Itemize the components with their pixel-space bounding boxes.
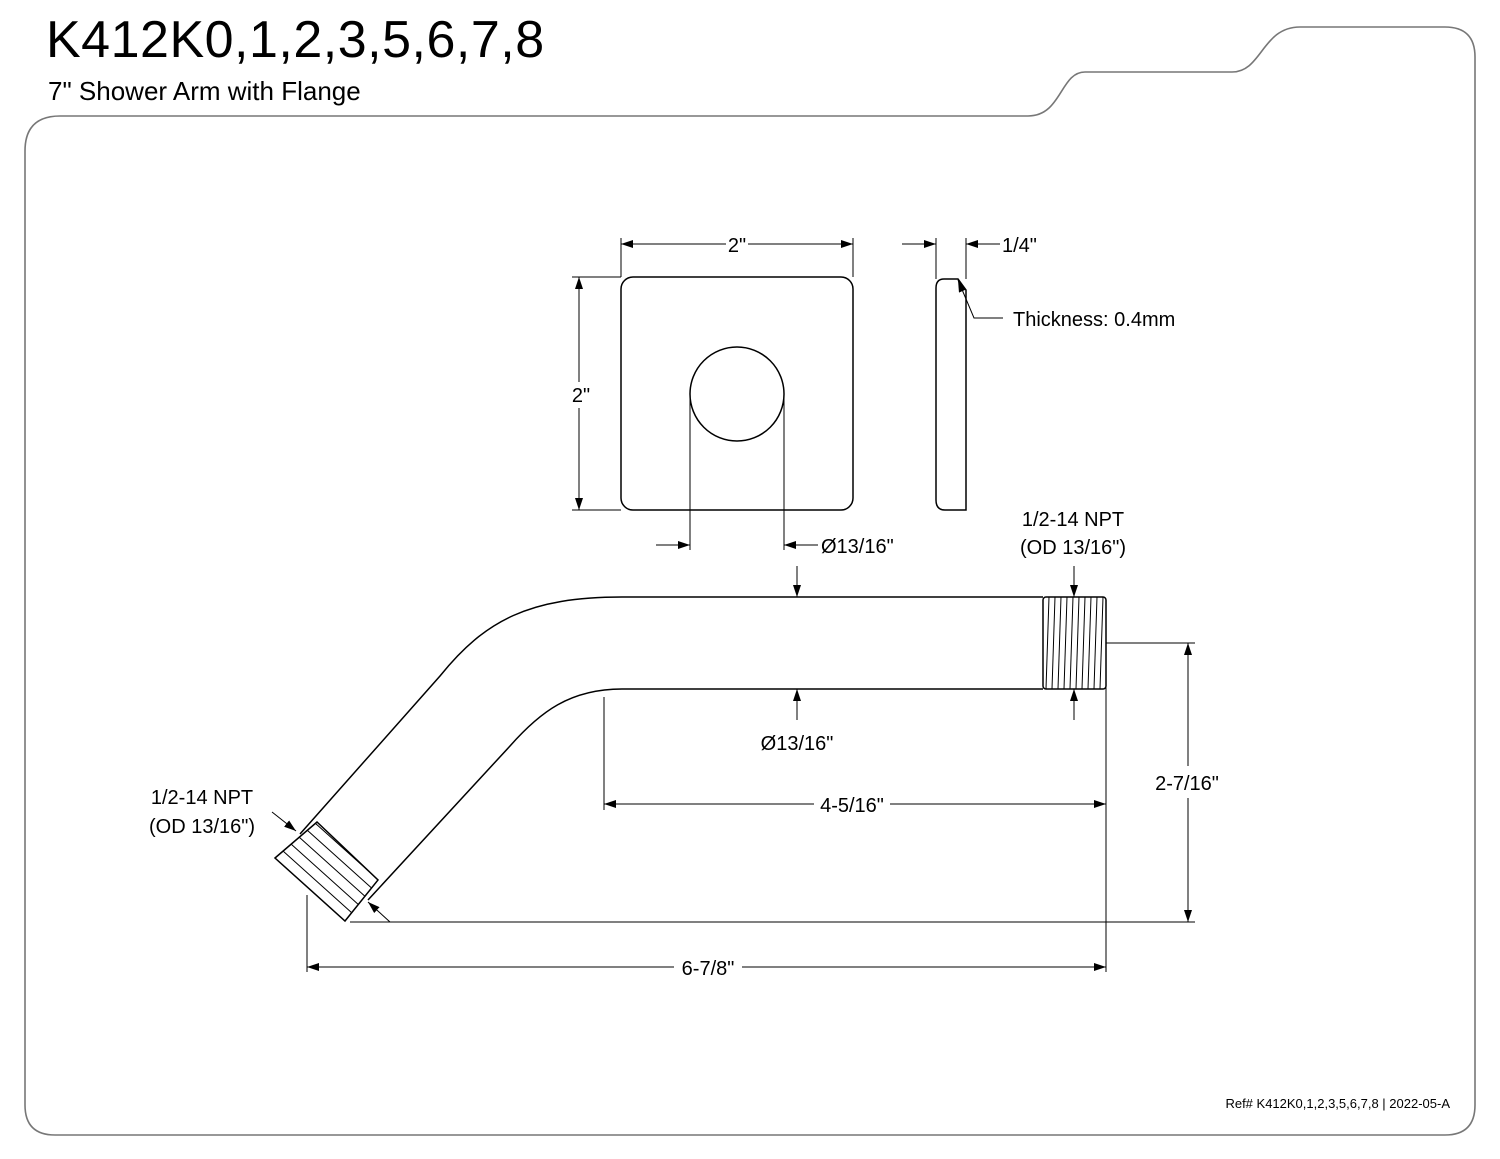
flange-square [620, 276, 854, 511]
thread-left [273, 820, 380, 923]
flange-height-label: 2" [572, 385, 590, 407]
thread-left-label-line2: (OD 13/16") [149, 816, 255, 838]
straight-length-label: 4-5/16" [820, 795, 884, 817]
flange-depth-label: 1/4" [1002, 235, 1037, 257]
flange-side-view [902, 238, 1003, 511]
shower-arm [271, 566, 1195, 972]
reference-footer: Ref# K412K0,1,2,3,5,6,7,8 | 2022-05-A [1225, 1096, 1450, 1111]
sheet-frame [24, 26, 1476, 1136]
thread-left-label-line1: 1/2-14 NPT [151, 787, 253, 809]
flange-width-label: 2" [728, 235, 746, 257]
drawing-title: K412K0,1,2,3,5,6,7,8 [46, 11, 545, 69]
flange-front-view [572, 238, 854, 550]
total-length-label: 6-7/8" [682, 958, 735, 980]
flange-hole-diameter-label: Ø13/16" [821, 536, 894, 558]
thread-right-label-line2: (OD 13/16") [1020, 537, 1126, 559]
flange-hole [689, 346, 785, 442]
flange-profile [935, 278, 967, 511]
thread-right [1042, 596, 1107, 690]
thread-right-label-line1: 1/2-14 NPT [1022, 509, 1124, 531]
drawing-subtitle: 7" Shower Arm with Flange [48, 76, 361, 106]
drop-height-label: 2-7/16" [1155, 773, 1219, 795]
arm-diameter-label: Ø13/16" [761, 733, 834, 755]
flange-thickness-label: Thickness: 0.4mm [1013, 309, 1175, 331]
